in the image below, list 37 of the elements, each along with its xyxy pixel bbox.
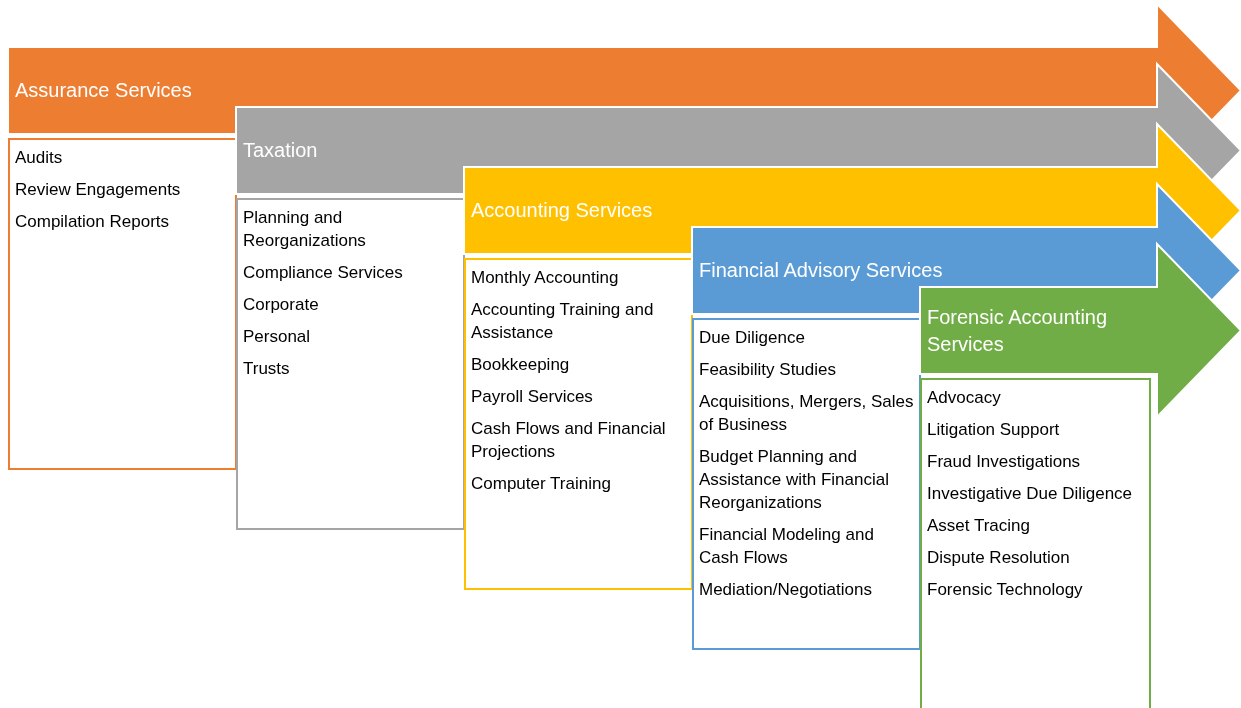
service-item: Compilation Reports xyxy=(15,211,170,233)
service-item: Investigative Due Diligence xyxy=(927,483,1134,505)
service-item: Bookkeeping xyxy=(471,354,571,376)
service-list-box xyxy=(920,378,1151,708)
service-item: Acquisitions, Mergers, Sales of Business xyxy=(699,391,915,436)
service-item: Corporate xyxy=(243,294,320,316)
service-item: Accounting Training and Assistance xyxy=(471,299,655,344)
service-item: Compliance Services xyxy=(243,262,404,284)
service-list-box xyxy=(236,198,465,530)
service-item: Audits xyxy=(15,147,64,169)
service-item: Advocacy xyxy=(927,387,1002,409)
service-list-box xyxy=(464,258,693,590)
category-heading: Accounting Services xyxy=(471,198,653,223)
service-item: Cash Flows and Financial Projections xyxy=(471,418,667,463)
service-item: Monthly Accounting xyxy=(471,267,620,289)
service-item: Feasibility Studies xyxy=(699,359,837,381)
category-heading: Taxation xyxy=(243,138,318,163)
service-item: Due Diligence xyxy=(699,327,806,349)
service-item: Litigation Support xyxy=(927,419,1061,441)
service-item: Personal xyxy=(243,326,312,348)
category-heading: Assurance Services xyxy=(15,78,192,103)
service-item: Dispute Resolution xyxy=(927,547,1071,569)
service-list-box xyxy=(692,318,921,650)
service-item: Budget Planning and Assistance with Financial Reorganizations xyxy=(699,446,890,514)
service-list-box xyxy=(8,138,237,470)
service-item: Payroll Services xyxy=(471,386,594,408)
service-item: Trusts xyxy=(243,358,291,380)
service-item: Asset Tracing xyxy=(927,515,1031,537)
service-item: Financial Modeling and Cash Flows xyxy=(699,524,875,569)
service-item: Fraud Investigations xyxy=(927,451,1082,473)
category-heading: Forensic Accounting Services xyxy=(927,304,1109,357)
service-item: Computer Training xyxy=(471,473,612,495)
service-item: Mediation/Negotiations xyxy=(699,579,873,601)
service-item: Forensic Technology xyxy=(927,579,1084,601)
category-heading: Financial Advisory Services xyxy=(699,258,943,283)
service-item: Planning and Reorganizations xyxy=(243,207,367,252)
service-item: Review Engagements xyxy=(15,179,182,201)
